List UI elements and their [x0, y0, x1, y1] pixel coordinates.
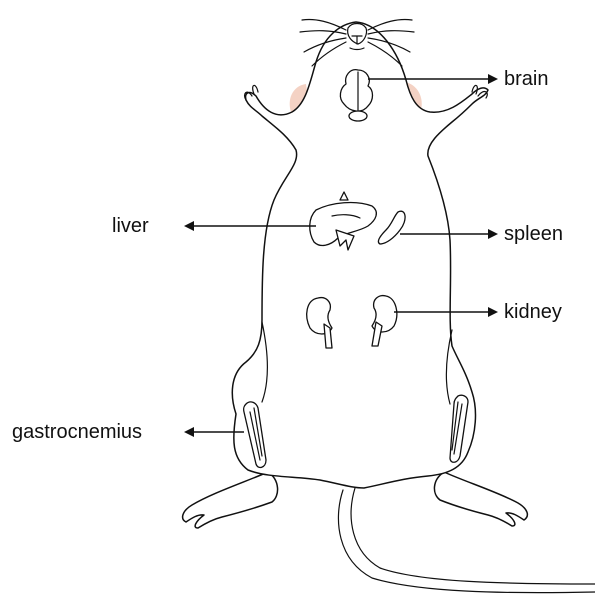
kidney-arrowhead [488, 307, 498, 317]
brain-label: brain [504, 69, 548, 89]
right-hind-foot [434, 472, 527, 526]
spleen-label: spleen [504, 224, 563, 244]
brain-arrowhead [488, 74, 498, 84]
liver-label: liver [112, 216, 149, 236]
liver-arrowhead [184, 221, 194, 231]
gastrocnemius-arrowhead [184, 427, 194, 437]
spleen-arrowhead [488, 229, 498, 239]
left-hind-foot [183, 472, 278, 528]
gastrocnemius-label: gastrocnemius [12, 422, 142, 442]
kidney-label: kidney [504, 302, 562, 322]
